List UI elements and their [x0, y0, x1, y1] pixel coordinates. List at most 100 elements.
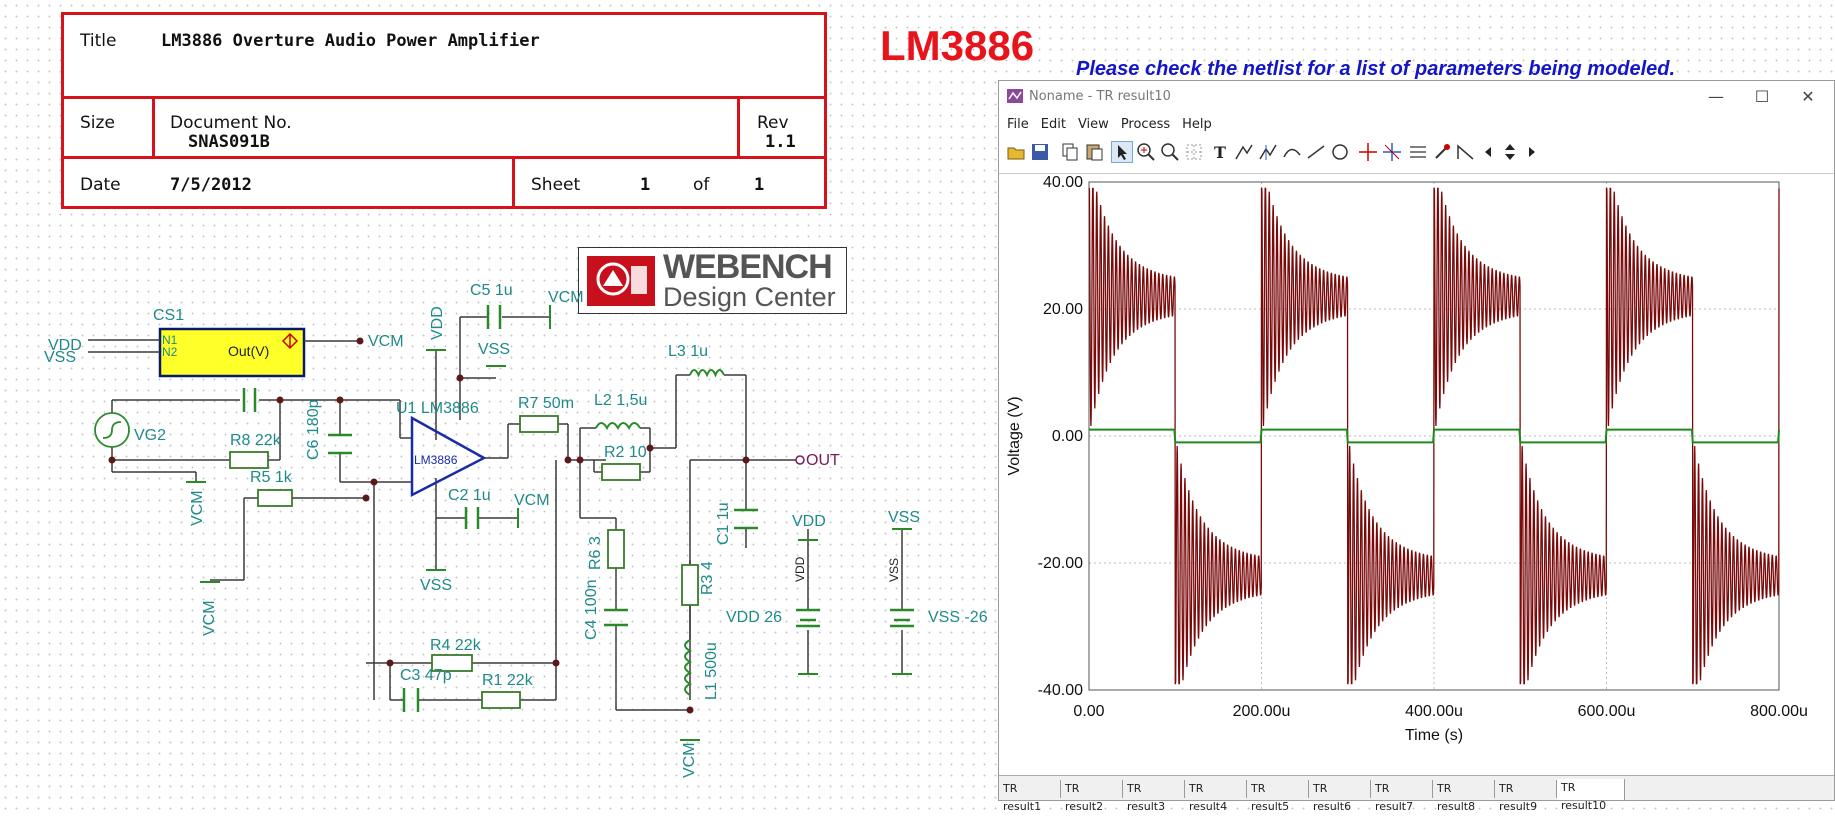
text-tool-icon[interactable]: T [1209, 141, 1231, 163]
x-tick-label: 800.00u [1750, 703, 1808, 720]
label-vss-top: VSS [478, 341, 510, 358]
tab-tr-result-3[interactable]: TR result3 [1123, 780, 1185, 813]
title-label: Title [80, 31, 117, 51]
sheet-value: 1 [640, 175, 651, 195]
rev-value: 1.1 [765, 132, 796, 152]
title-block: Title LM3886 Overture Audio Power Amplif… [61, 12, 827, 209]
label-vdd-src2: VDD [793, 556, 807, 582]
menu-view[interactable]: View [1077, 117, 1109, 132]
y-axis-label: Voltage (V) [1006, 396, 1023, 475]
cursor-tool-icon[interactable] [1233, 141, 1255, 163]
label-vdd-26: VDD 26 [726, 609, 782, 626]
label-r7: R7 50m [518, 395, 574, 412]
svg-text:T: T [1214, 143, 1226, 162]
menu-help[interactable]: Help [1182, 117, 1212, 132]
pan-left-icon[interactable] [1479, 141, 1501, 163]
tab-tr-result-6[interactable]: TR result6 [1309, 780, 1371, 813]
curve-style-icon[interactable] [1407, 141, 1429, 163]
label-vdd-top: VDD [429, 306, 446, 340]
label-r5: R5 1k [250, 469, 293, 486]
label-r4: R4 22k [430, 637, 482, 654]
copy-icon[interactable] [1059, 141, 1081, 163]
tab-tr-result-7[interactable]: TR result7 [1371, 780, 1433, 813]
tab-tr-result-2[interactable]: TR result2 [1061, 780, 1123, 813]
cursor-tool-2-icon[interactable] [1257, 141, 1279, 163]
webench-logo: WEBENCH Design Center [578, 247, 847, 314]
document-number-value: SNAS091B [188, 132, 270, 152]
date-value: 7/5/2012 [170, 175, 252, 195]
logo-line2: Design Center [663, 282, 836, 312]
label-vss-u1: VSS [420, 577, 452, 594]
y-tick-label: 0.00 [1052, 428, 1083, 445]
menu-file[interactable]: File [1007, 117, 1029, 132]
label-vss-26: VSS -26 [928, 609, 988, 626]
tab-tr-result-1[interactable]: TR result1 [999, 780, 1061, 813]
line-tool-icon[interactable] [1305, 141, 1327, 163]
slope-icon[interactable] [1455, 141, 1477, 163]
minimize-button[interactable]: — [1708, 87, 1724, 106]
netlist-note: Please check the netlist for a list of p… [1076, 58, 1676, 80]
label-n2: N2 [162, 345, 178, 359]
date-label: Date [80, 175, 121, 195]
label-out: OUT [806, 452, 840, 469]
pan-vertical-icon[interactable] [1499, 141, 1521, 163]
grid-icon[interactable] [1183, 141, 1205, 163]
tab-tr-result-10[interactable]: TR result10 [1557, 779, 1625, 812]
close-button[interactable]: ✕ [1801, 87, 1815, 106]
label-r2: R2 10 [604, 444, 647, 461]
heading-lm3886: LM3886 [880, 22, 1035, 69]
document-number-label: Document No. [170, 113, 292, 133]
y-tick-label: -20.00 [1038, 555, 1083, 572]
window-titlebar[interactable]: Noname - TR result10 — ☐ ✕ [999, 81, 1834, 113]
label-l1: L1 500u [703, 642, 720, 700]
menu-edit[interactable]: Edit [1040, 117, 1066, 132]
marker-b-icon[interactable] [1381, 141, 1403, 163]
label-vg2: VG2 [134, 427, 166, 444]
menu-process[interactable]: Process [1120, 117, 1171, 132]
size-label: Size [80, 113, 115, 133]
ti-logo-icon [587, 256, 655, 306]
window-title: Noname - TR result10 [1029, 89, 1171, 104]
paste-icon[interactable] [1083, 141, 1105, 163]
tab-tr-result-8[interactable]: TR result8 [1433, 780, 1495, 813]
label-vdd-src: VDD [792, 513, 826, 530]
tab-tr-result-5[interactable]: TR result5 [1247, 780, 1309, 813]
label-r1: R1 22k [482, 672, 534, 689]
probe-icon[interactable] [1431, 141, 1453, 163]
label-c3: C3 47p [400, 667, 452, 684]
label-l2: L2 1,5u [594, 392, 647, 409]
label-vss-src: VSS [888, 509, 920, 526]
label-vcm-bottom: VCM [681, 742, 698, 778]
circle-tool-icon[interactable] [1329, 141, 1351, 163]
save-icon[interactable] [1029, 141, 1051, 163]
label-l3: L3 1u [668, 343, 708, 360]
maximize-button[interactable]: ☐ [1754, 87, 1770, 106]
label-vcm-top: VCM [368, 333, 404, 350]
label-c2: C2 1u [448, 487, 491, 504]
pan-right-icon[interactable] [1519, 141, 1541, 163]
label-vcm-left2: VCM [201, 600, 218, 636]
label-vdd-in: VDD [48, 337, 82, 354]
marker-a-icon[interactable] [1357, 141, 1379, 163]
zoom-fit-icon[interactable] [1159, 141, 1181, 163]
app-icon [1007, 89, 1023, 103]
tr-result-window[interactable]: Noname - TR result10 — ☐ ✕ File Edit View P… [998, 80, 1835, 813]
series-ringing-output [1088, 187, 1780, 685]
pointer-icon[interactable] [1111, 141, 1133, 163]
zoom-in-icon[interactable] [1135, 141, 1157, 163]
label-vss-in: VSS [44, 349, 76, 366]
open-icon[interactable] [1005, 141, 1027, 163]
title-value: LM3886 Overture Audio Power Amplifier [161, 31, 540, 51]
label-vss-src2: VSS [887, 558, 901, 582]
label-cs1: CS1 [153, 307, 184, 324]
label-c4: C4 100n [583, 580, 600, 641]
tab-tr-result-9[interactable]: TR result9 [1495, 780, 1557, 813]
label-out-v: Out(V) [228, 343, 269, 359]
rev-label: Rev [757, 113, 789, 133]
y-tick-label: 20.00 [1043, 301, 1083, 318]
fit-curve-icon[interactable] [1281, 141, 1303, 163]
tab-tr-result-4[interactable]: TR result4 [1185, 780, 1247, 813]
